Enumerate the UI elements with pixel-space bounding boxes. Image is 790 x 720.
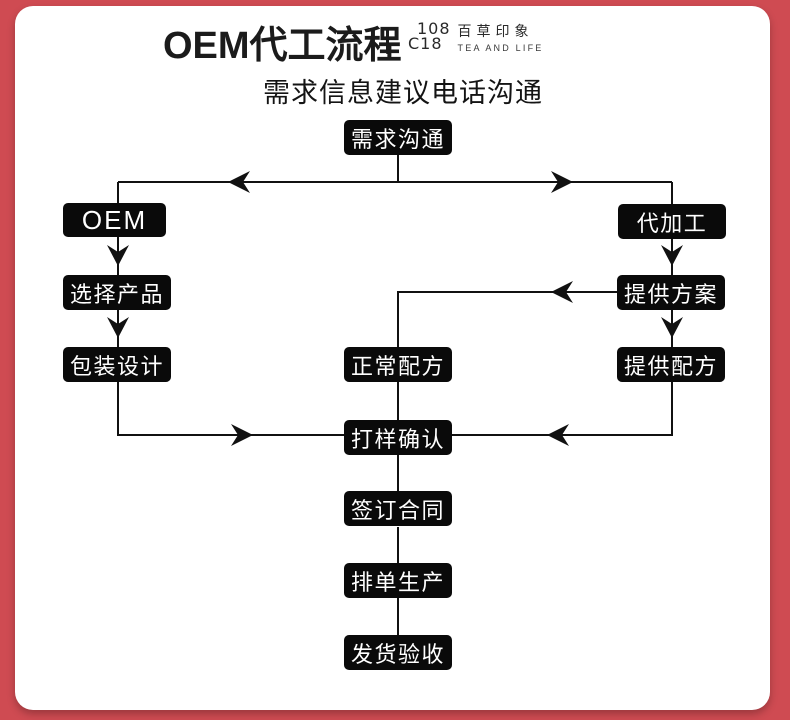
flow-node-provide-plan: 提供方案 xyxy=(617,275,725,310)
flow-node-schedule-production: 排单生产 xyxy=(344,563,452,598)
monogram-line2: C18 xyxy=(408,34,443,53)
title-separator xyxy=(386,27,389,54)
brand-text: 百草印象 TEA AND LIFE xyxy=(458,21,544,53)
flow-node-sample-confirmation: 打样确认 xyxy=(344,420,452,455)
flow-node-oem: OEM xyxy=(63,203,166,237)
flow-node-delivery-inspection: 发货验收 xyxy=(344,635,452,670)
brand-logo: 108 C18 百草印象 TEA AND LIFE xyxy=(408,21,543,53)
flow-node-normal-formula: 正常配方 xyxy=(344,347,452,382)
flow-node-provide-formula: 提供配方 xyxy=(617,347,725,382)
brand-name-chinese: 百草印象 xyxy=(457,23,534,39)
monogram-line1: 108 xyxy=(417,19,451,39)
brand-tagline-english: TEA AND LIFE xyxy=(457,43,544,53)
flow-node-demand-communication: 需求沟通 xyxy=(344,120,452,155)
flow-node-select-product: 选择产品 xyxy=(63,275,171,310)
flow-node-processing-agent: 代加工 xyxy=(618,204,726,239)
flow-node-package-design: 包装设计 xyxy=(63,347,171,382)
page-title: OEM代工流程 xyxy=(163,25,402,67)
brand-monogram-icon: 108 C18 xyxy=(408,19,451,53)
flow-node-sign-contract: 签订合同 xyxy=(344,491,452,526)
flow-subtitle: 需求信息建议电话沟通 xyxy=(263,78,543,108)
